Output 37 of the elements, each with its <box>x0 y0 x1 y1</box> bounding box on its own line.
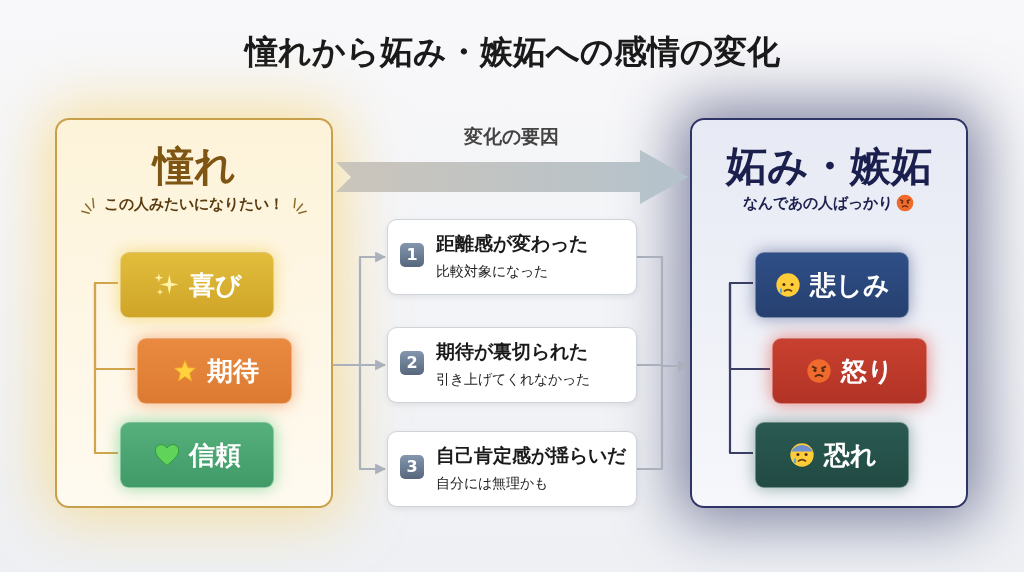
panel-subtitle: この人みたいになりたい！ <box>104 194 284 214</box>
factor-note: 自分には無理かも <box>436 475 548 493</box>
arrow <box>333 363 387 475</box>
panel-heading: 妬み・嫉妬 <box>726 142 932 192</box>
emotion-label: 信頼 <box>189 438 241 472</box>
emotion-box <box>755 422 909 488</box>
factor-note: 引き上げてくれなかった <box>436 371 590 389</box>
number-badge: 2 <box>400 351 424 375</box>
factor-note: 比較対象になった <box>436 263 548 281</box>
emotion-box <box>137 338 292 404</box>
edge-label: 変化の要因 <box>463 124 560 149</box>
emotion-label: 喜び <box>188 268 242 302</box>
bracket-line <box>93 281 118 455</box>
panel-heading: 憧れ <box>152 142 236 192</box>
panel-card <box>55 118 333 508</box>
panel-card <box>690 118 968 508</box>
transition-arrow <box>336 150 688 204</box>
factor-card <box>387 431 637 507</box>
factor-title: 自己肯定感が揺らいだ <box>436 443 626 468</box>
emotion-label: 悲しみ <box>810 268 890 302</box>
bracket-line <box>728 281 753 455</box>
emotion-box <box>120 252 274 318</box>
factor-card <box>387 327 637 403</box>
factor-card <box>387 219 637 295</box>
emotion-label: 怒り <box>841 354 894 388</box>
emotion-box <box>755 252 909 318</box>
emotion-label: 期待 <box>206 354 259 388</box>
emotion-label: 恐れ <box>823 438 877 472</box>
emotion-box <box>120 422 274 488</box>
factor-title: 距離感が変わった <box>436 231 588 256</box>
title: 憧れから妬み・嫉妬への感情の変化 <box>242 31 781 73</box>
number-badge: 1 <box>400 243 424 267</box>
panel-subtitle: なんであの人ばっかり <box>743 193 893 213</box>
factor-title: 期待が裏切られた <box>436 339 588 364</box>
arrow <box>637 360 690 471</box>
emotion-box <box>772 338 927 404</box>
number-badge: 3 <box>400 455 424 479</box>
